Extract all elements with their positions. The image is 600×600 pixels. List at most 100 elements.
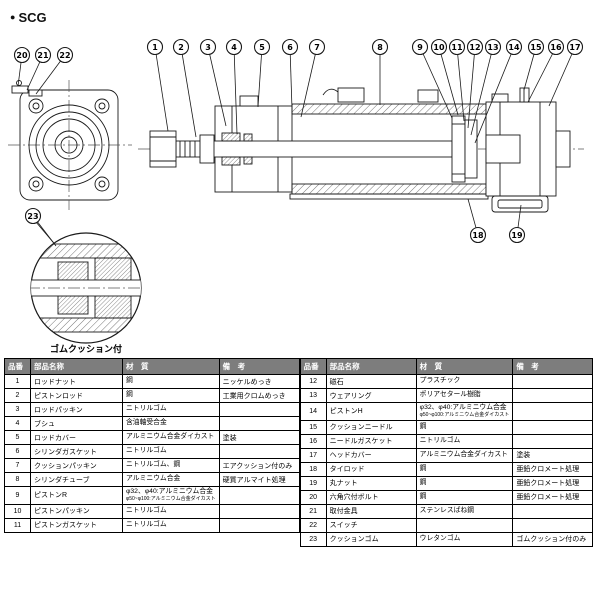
detail-view: ゴムクッション付 bbox=[30, 221, 142, 354]
part-material: ニトリルゴム bbox=[122, 402, 220, 417]
part-material: 鋼 bbox=[415, 475, 514, 491]
callout-15: 15 bbox=[523, 38, 545, 91]
part-name: ピストンガスケット bbox=[30, 517, 123, 533]
rod-collar bbox=[199, 134, 215, 164]
part-no: 19 bbox=[299, 475, 327, 491]
part-remarks bbox=[218, 503, 300, 519]
svg-text:8: 8 bbox=[377, 43, 383, 52]
part-name: ロッドパッキン bbox=[30, 402, 123, 417]
cylinder-switch bbox=[322, 87, 439, 103]
cushion-bore bbox=[485, 134, 521, 164]
callout-11: 11 bbox=[448, 38, 466, 122]
part-name: スイッチ bbox=[325, 517, 417, 533]
part-material: 鋼 bbox=[122, 374, 220, 389]
callout-9: 9 bbox=[411, 38, 453, 119]
part-name: クッションニードル bbox=[325, 419, 417, 435]
header-part-no: 品番 bbox=[4, 358, 31, 375]
callout-1: 1 bbox=[146, 38, 169, 132]
callout-8: 8 bbox=[371, 38, 389, 105]
part-material: プラスチック bbox=[415, 374, 514, 389]
detail-rod bbox=[31, 279, 141, 297]
svg-text:2: 2 bbox=[178, 43, 184, 52]
part-name: シリンダチューブ bbox=[30, 472, 123, 487]
cushion-needle bbox=[519, 87, 530, 103]
part-no: 20 bbox=[299, 489, 327, 505]
svg-text:20: 20 bbox=[16, 51, 28, 60]
part-no: 3 bbox=[4, 402, 31, 417]
part-remarks bbox=[512, 402, 594, 421]
part-name: クッションパッキン bbox=[30, 458, 123, 473]
part-remarks bbox=[512, 517, 594, 533]
svg-text:23: 23 bbox=[27, 212, 38, 221]
part-name: ウェアリング bbox=[325, 388, 417, 403]
part-no: 4 bbox=[4, 416, 31, 431]
svg-text:18: 18 bbox=[472, 231, 484, 240]
svg-text:16: 16 bbox=[550, 43, 562, 52]
svg-text:17: 17 bbox=[569, 43, 580, 52]
part-remarks bbox=[512, 503, 594, 519]
callout-19: 19 bbox=[508, 204, 526, 244]
rod-port-boss bbox=[239, 95, 259, 107]
rod-packing bbox=[243, 133, 253, 142]
callout-23: 23 bbox=[24, 207, 57, 247]
svg-text:22: 22 bbox=[59, 51, 70, 60]
part-material: 含油軸受合金 bbox=[122, 416, 220, 431]
detail-cushion-rubber bbox=[57, 261, 89, 281]
part-no: 21 bbox=[299, 503, 327, 519]
part-remarks: エアクッション付のみ bbox=[218, 458, 300, 473]
header-material: 材 質 bbox=[415, 358, 514, 375]
bullet-icon: ● bbox=[10, 12, 16, 22]
part-remarks bbox=[218, 402, 300, 417]
header-part-no: 品番 bbox=[299, 358, 327, 375]
part-remarks bbox=[512, 374, 594, 389]
part-no: 13 bbox=[299, 388, 327, 403]
part-material bbox=[415, 517, 514, 533]
part-name: ピストンパッキン bbox=[30, 503, 123, 519]
part-no: 10 bbox=[4, 503, 31, 519]
part-no: 12 bbox=[299, 374, 327, 389]
header-remarks: 備 考 bbox=[218, 358, 300, 375]
svg-text:13: 13 bbox=[487, 43, 498, 52]
callout-21: 21 bbox=[26, 46, 52, 91]
part-name: 丸ナット bbox=[325, 475, 417, 491]
callout-3: 3 bbox=[199, 38, 227, 127]
part-remarks: 亜鉛クロメート処理 bbox=[512, 475, 594, 491]
callout-2: 2 bbox=[172, 38, 197, 138]
part-remarks bbox=[512, 433, 594, 449]
callout-balloons: 1 2 3 4 5 6 7 8 9 10 11 12 13 14 15 16 1… bbox=[13, 38, 584, 247]
callout-20: 20 bbox=[13, 46, 31, 87]
part-material: 鋼 bbox=[415, 489, 514, 505]
callout-12: 12 bbox=[466, 38, 484, 129]
part-no: 5 bbox=[4, 430, 31, 445]
callout-22: 22 bbox=[35, 46, 74, 95]
piston-rod bbox=[175, 140, 453, 158]
part-material: ニトリルゴム bbox=[122, 444, 220, 459]
part-material: ウレタンゴム bbox=[415, 531, 514, 547]
part-no: 6 bbox=[4, 444, 31, 459]
part-name: ロッドカバー bbox=[30, 430, 123, 445]
tube-bottom-wall bbox=[291, 183, 487, 195]
svg-text:5: 5 bbox=[259, 43, 265, 52]
part-no: 8 bbox=[4, 472, 31, 487]
svg-text:9: 9 bbox=[417, 43, 423, 52]
